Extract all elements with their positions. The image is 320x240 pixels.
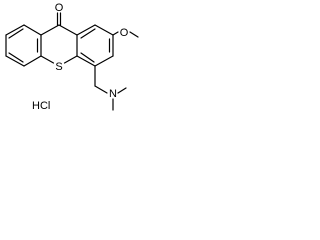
dimethylaminomethyl-group	[94, 65, 127, 111]
methoxy-group	[112, 31, 139, 38]
right-benzene-ring	[76, 24, 114, 67]
central-ring	[40, 24, 78, 64]
hydrochloride-salt-label: HCl	[32, 100, 50, 112]
ring-sulfur-label: S	[55, 61, 62, 73]
chemical-structure-diagram: O S O N HCl	[5, 2, 139, 112]
amine-nitrogen-label: N	[109, 88, 117, 100]
carbonyl-oxygen-label: O	[55, 2, 64, 14]
left-benzene-ring	[5, 24, 42, 67]
carbonyl-group	[56, 12, 62, 26]
ether-oxygen-label: O	[120, 27, 129, 39]
